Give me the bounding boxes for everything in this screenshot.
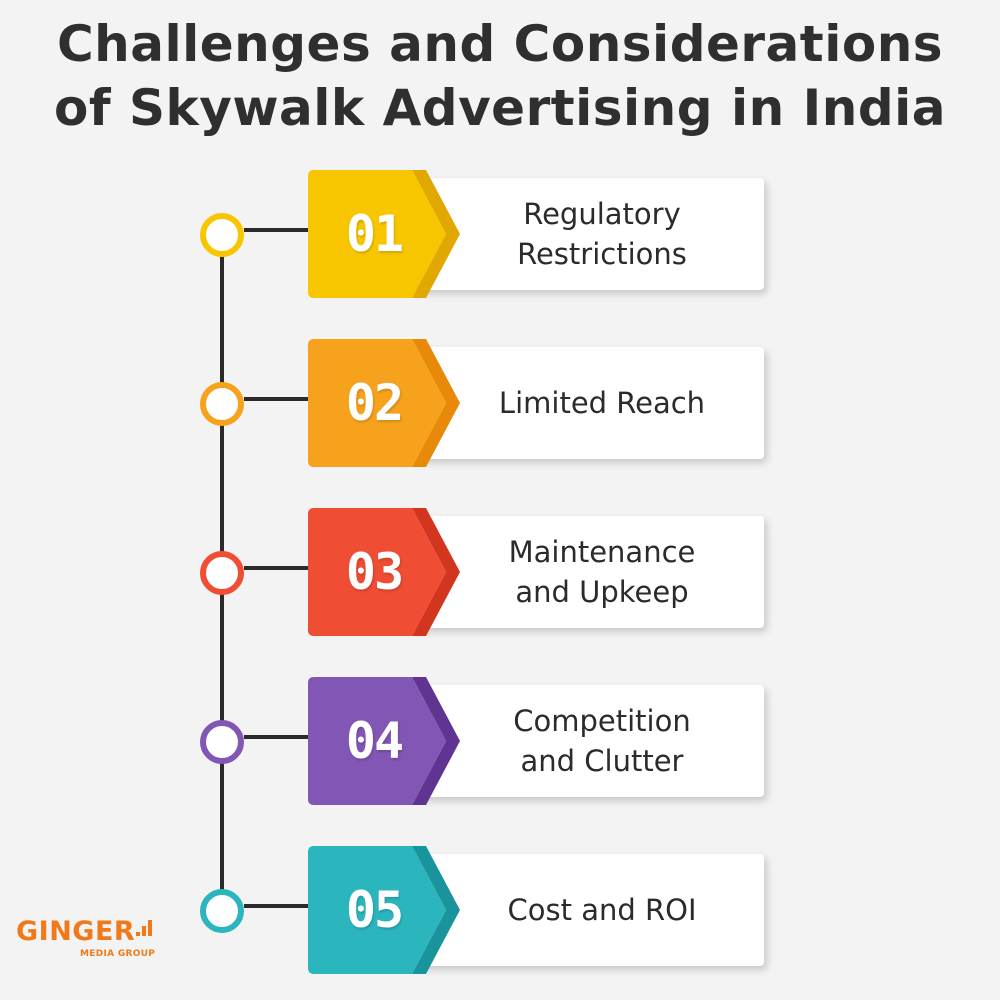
step-label-4: Competition and Clutter: [513, 704, 691, 778]
timeline-connector-2: [244, 397, 310, 401]
step-card-1: [420, 178, 764, 290]
logo-wordmark: GINGER: [16, 916, 136, 947]
timeline-connector-3: [244, 566, 310, 570]
step-card-5: [420, 854, 764, 966]
brand-logo: GINGER MEDIA GROUP: [16, 916, 166, 976]
step-badge-1: 01: [308, 170, 468, 298]
step-number-2: 02: [345, 374, 404, 432]
step-1: Regulatory Restrictions 01: [0, 170, 1000, 300]
timeline-node-5: [200, 889, 244, 933]
step-4: Competition and Clutter 04: [0, 677, 1000, 807]
step-card-4: [420, 685, 764, 797]
title-line-2: of Skywalk Advertising in India: [54, 79, 946, 137]
step-badge-4: 04: [308, 677, 468, 805]
timeline-node-2: [200, 382, 244, 426]
title-line-1: Challenges and Considerations: [56, 15, 944, 73]
step-5: Cost and ROI 05: [0, 846, 1000, 976]
step-card-3: [420, 516, 764, 628]
step-badge-2: 02: [308, 339, 468, 467]
step-number-5: 05: [345, 881, 404, 939]
step-label-5: Cost and ROI: [507, 893, 697, 927]
timeline-node-1: [200, 213, 244, 257]
step-label-3: Maintenance and Upkeep: [508, 535, 696, 609]
timeline-node-3: [200, 551, 244, 595]
step-number-1: 01: [345, 205, 404, 263]
step-2: Limited Reach 02: [0, 339, 1000, 469]
step-label-1: Regulatory Restrictions: [517, 197, 687, 271]
timeline-connector-4: [244, 735, 310, 739]
step-number-4: 04: [345, 712, 404, 770]
step-badge-5: 05: [308, 846, 468, 974]
step-card-2: [420, 347, 764, 459]
step-badge-3: 03: [308, 508, 468, 636]
page-title: Challenges and Considerations of Skywalk…: [0, 12, 1000, 140]
signal-icon: [136, 920, 152, 936]
timeline-connector-1: [244, 228, 310, 232]
step-label-2: Limited Reach: [498, 386, 706, 420]
step-3: Maintenance and Upkeep 03: [0, 508, 1000, 638]
timeline-node-4: [200, 720, 244, 764]
step-number-3: 03: [345, 543, 404, 601]
timeline-connector-5: [244, 904, 310, 908]
logo-tagline: MEDIA GROUP: [80, 949, 156, 959]
